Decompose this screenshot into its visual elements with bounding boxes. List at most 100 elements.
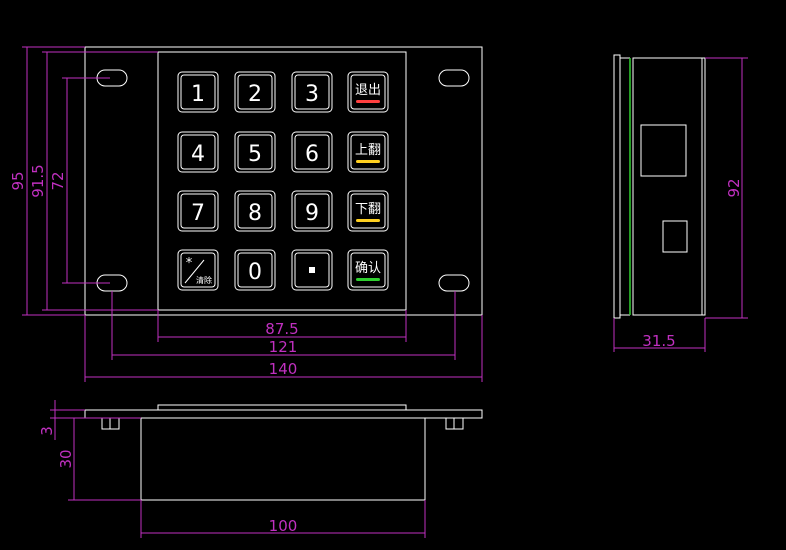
key-outline	[347, 131, 389, 173]
key-indicator-bar	[356, 219, 380, 222]
key-label: 4	[191, 142, 205, 167]
key-outline	[291, 131, 333, 173]
key-face	[294, 134, 330, 170]
bottom-flange	[84, 409, 483, 419]
key: 9	[291, 190, 333, 232]
key-label: 下翻	[355, 202, 381, 217]
bottom-view: 3 30 100	[38, 400, 483, 538]
dim-body-width: 100	[269, 517, 298, 535]
dimension-lines-bottom	[50, 400, 426, 538]
key-face	[180, 252, 216, 288]
key: 4	[177, 131, 219, 173]
mount-slot-bottom-right	[438, 274, 470, 292]
dimension-lines-side	[613, 57, 748, 352]
key-outline	[291, 249, 333, 291]
key-face	[237, 193, 273, 229]
key: 0	[234, 249, 276, 291]
key-outline	[347, 190, 389, 232]
key-outline	[177, 131, 219, 173]
key-indicator-bar	[356, 160, 380, 163]
key-outline	[234, 131, 276, 173]
key-label: 3	[305, 82, 319, 107]
key-label: 7	[191, 201, 205, 226]
key: 确认	[347, 249, 389, 291]
side-body	[632, 57, 706, 316]
key-label: 确认	[355, 261, 381, 276]
key-label: 5	[248, 142, 262, 167]
key-face	[350, 74, 386, 110]
key-label: 8	[248, 201, 262, 226]
key-outline	[177, 190, 219, 232]
key-outline	[347, 71, 389, 113]
key-face	[237, 134, 273, 170]
key: 8	[234, 190, 276, 232]
dim-flange: 3	[38, 426, 56, 436]
key: 5	[234, 131, 276, 173]
key-outline	[234, 71, 276, 113]
key: 6	[291, 131, 333, 173]
front-panel	[84, 46, 483, 316]
key-face	[237, 74, 273, 110]
key-indicator-bar	[356, 100, 380, 103]
dimension-lines-front	[22, 46, 483, 382]
key: 2	[234, 71, 276, 113]
key-slash	[184, 259, 205, 284]
key-outline	[291, 190, 333, 232]
key-face	[294, 193, 330, 229]
key-outline	[234, 190, 276, 232]
key-outline	[291, 71, 333, 113]
key-label: 0	[248, 260, 262, 285]
side-bezel	[613, 54, 621, 319]
side-connector-large	[640, 124, 687, 177]
key-face	[294, 74, 330, 110]
key-dot	[309, 267, 315, 273]
mount-slot-top-right	[438, 69, 470, 87]
dim-side-height: 92	[725, 178, 743, 197]
key-face	[180, 193, 216, 229]
dim-height-overall: 95	[9, 171, 27, 190]
key-label: 6	[305, 142, 319, 167]
key-face	[180, 74, 216, 110]
key: 下翻	[347, 190, 389, 232]
side-view: 92 31.5	[613, 54, 748, 352]
dim-body-height: 30	[57, 449, 75, 468]
key-outline	[177, 249, 219, 291]
key-outline	[234, 249, 276, 291]
bottom-top-plate	[157, 404, 407, 411]
key-label: *	[186, 256, 193, 271]
key-face	[350, 134, 386, 170]
dim-height-inner: 72	[49, 171, 67, 190]
key-label: 9	[305, 201, 319, 226]
key	[291, 249, 333, 291]
dim-height-holes: 91.5	[29, 164, 47, 197]
dim-width-holes: 121	[269, 338, 298, 356]
key: 清除*	[177, 249, 219, 291]
key: 退出	[347, 71, 389, 113]
keypad-area	[157, 51, 407, 311]
key-label: 退出	[355, 83, 381, 98]
key-face	[350, 193, 386, 229]
dim-width-keypad: 87.5	[265, 320, 298, 338]
bottom-body	[140, 417, 426, 501]
key-outline	[177, 71, 219, 113]
key: 7	[177, 190, 219, 232]
key-face	[350, 252, 386, 288]
key-outline	[347, 249, 389, 291]
key: 1	[177, 71, 219, 113]
dim-width-overall: 140	[269, 360, 298, 378]
key-face	[294, 252, 330, 288]
dim-side-depth: 31.5	[642, 332, 675, 350]
key-label: 2	[248, 82, 262, 107]
key-face	[237, 252, 273, 288]
key-label: 1	[191, 82, 205, 107]
key: 上翻	[347, 131, 389, 173]
key: 3	[291, 71, 333, 113]
key-sublabel: 清除	[196, 275, 212, 285]
key-face	[180, 134, 216, 170]
key-indicator-bar	[356, 278, 380, 281]
side-connector-small	[662, 220, 688, 253]
key-label: 上翻	[355, 143, 381, 158]
